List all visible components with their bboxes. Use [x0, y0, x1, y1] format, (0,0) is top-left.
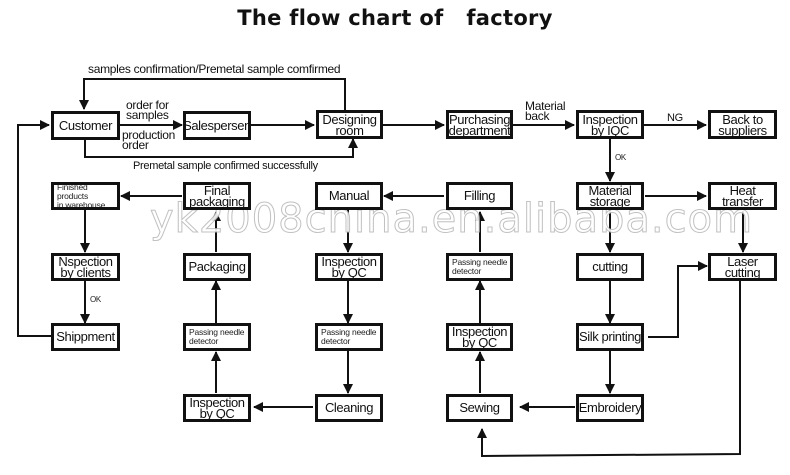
- label-ng: NG: [667, 112, 683, 124]
- node-sewing: Sewing: [446, 394, 513, 422]
- node-purchasing-department: Purchasing department: [446, 110, 513, 139]
- node-back-to-suppliers: Back to suppliers: [708, 110, 777, 139]
- node-needle-detector-packaging: Passing needle detector: [183, 323, 251, 351]
- label-production-order: production order: [122, 128, 176, 152]
- node-cutting: cutting: [576, 253, 644, 281]
- node-inspection-qc-sewing: Inspection by QC: [446, 323, 513, 351]
- node-needle-detector-filling: Passing needle detector: [446, 253, 513, 281]
- edge-customer-to-designing-bottom: [84, 138, 358, 158]
- node-cleaning: Cleaning: [315, 394, 383, 422]
- node-final-packaging: Final packaging: [183, 182, 251, 210]
- chart-title: The flow chart of factory: [237, 6, 553, 30]
- label-material-back: Material back: [525, 99, 566, 123]
- node-manual: Manual: [315, 182, 383, 210]
- node-embroidery: Embroidery: [576, 394, 644, 422]
- node-finished-products-warehouse: Finished products in warehouse: [51, 182, 120, 210]
- edge-laser-to-sewing: [477, 280, 741, 458]
- node-laser-cutting: Laser cutting: [708, 253, 777, 281]
- node-filling: Filling: [446, 182, 513, 210]
- node-inspection-qc-cleaning: Inspection by QC: [183, 394, 251, 422]
- node-packaging: Packaging: [183, 253, 251, 281]
- node-heat-transfer: Heat transfer: [708, 182, 777, 210]
- node-needle-detector-manual: Passing needle detector: [315, 323, 383, 351]
- node-inspection-qc-manual: Inspection by QC: [315, 253, 383, 281]
- node-inspection-iqc: Inspection by IQC: [576, 110, 644, 139]
- label-ok-iqc: OK: [615, 153, 626, 162]
- node-salespersen: Salespersen: [183, 111, 251, 140]
- edge-designing-to-customer: [79, 78, 346, 110]
- label-premetal-confirmed: Premetal sample confirmed successfully: [133, 160, 318, 172]
- node-material-storage: Material storage: [576, 182, 644, 210]
- node-silk-printing: Silk printing: [576, 323, 644, 351]
- node-designing-room: Designing room: [316, 110, 383, 139]
- label-order-for-samples: order for samples: [126, 98, 169, 122]
- edge-silk-to-laser: [648, 261, 708, 338]
- node-shippment: Shippment: [51, 323, 120, 351]
- node-inspection-by-clients: Nspection by clients: [51, 253, 120, 281]
- node-customer: Customer: [51, 111, 120, 140]
- label-ok-clients: OK: [90, 295, 101, 304]
- edge-shippment-to-customer: [17, 120, 52, 337]
- label-samples-confirmation: samples confirmation/Premetal sample com…: [88, 62, 341, 76]
